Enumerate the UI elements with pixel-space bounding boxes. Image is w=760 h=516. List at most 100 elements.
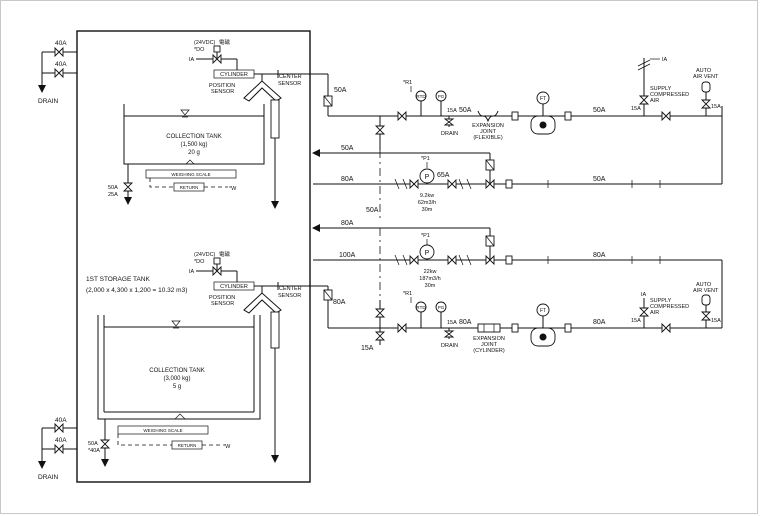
tank-cond: 5 g (173, 384, 181, 390)
center-sensor-label-2: SENSOR (278, 293, 301, 299)
pump-out-size: 80A (593, 252, 606, 259)
air-supply-size: 15A (631, 106, 641, 112)
weighing-scale-label: WEIGHING SCALE (171, 172, 210, 177)
pump-spec: 9.2kw (420, 193, 434, 199)
gate-valve-icon (374, 125, 386, 135)
gate-valve-icon (700, 99, 712, 109)
return-size: 50A (341, 145, 354, 152)
pump-icon (419, 168, 435, 184)
pump-line-size: 80A (341, 176, 354, 183)
check-valve-icon (323, 95, 333, 107)
drain-label: DRAIN (38, 474, 59, 481)
union-icon (511, 111, 519, 121)
lower-actuator: (24VDC) 電磁 *DO IA CYLINDER POSITION SENS… (189, 250, 329, 463)
drain-valve-size: 40A (55, 61, 67, 68)
rtd-label: RTD (416, 94, 426, 99)
weighing-scale-label: WEIGHING SCALE (143, 428, 182, 433)
position-sensor-label: POSITION (209, 295, 235, 301)
tank-capacity: (1,500 kg) (180, 142, 207, 148)
pipe-size: 50A (459, 107, 472, 114)
gate-valve-icon (374, 331, 386, 341)
pressure-gauge-icon (435, 301, 447, 313)
air-supply-ia: IA (641, 292, 647, 298)
return-box-label: RETURN (178, 443, 197, 448)
actuator-do-tag: *DO (194, 259, 205, 265)
pg-label: PG (438, 94, 445, 99)
vent-size: 15A (711, 318, 721, 324)
lower-circuit: 80A 100A P *P1 22kw 187m3/h 30m 80A 80A … (312, 220, 723, 354)
actuator-do-tag: *DO (194, 47, 205, 53)
gate-valve-icon (212, 53, 222, 65)
gate-valve-icon (485, 254, 495, 266)
flow-transmitter-icon (536, 303, 550, 317)
drain-valve-size: 40A (55, 40, 67, 47)
storage-tank-dims: (2,000 x 4,300 x 1,200 = 10.32 m3) (86, 287, 187, 294)
vent-label: AUTO (696, 68, 712, 74)
expansion-label-3: (CYLINDER) (473, 348, 505, 354)
ft-label: FT (540, 308, 546, 314)
cylinder-label: CYLINDER (220, 72, 248, 78)
solenoid-icon (213, 45, 221, 53)
drain-valve-size: 50A (88, 441, 98, 447)
union-icon (511, 323, 519, 333)
tank-capacity: (3,000 kg) (163, 376, 190, 382)
tank-name: COLLECTION TANK (166, 134, 221, 140)
air-supply-ia: IA (662, 57, 668, 63)
vent-label-2: AIR VENT (693, 74, 719, 80)
pipe-size: 80A (459, 319, 472, 326)
return-box-label: RETURN (180, 185, 199, 190)
air-supply-label: SUPPLY (650, 298, 672, 304)
upper-actuator: (24VDC) 電磁 *DO IA CYLINDER POSITION SENS… (189, 38, 329, 209)
center-sensor-label: CENTER (279, 74, 302, 80)
w-label: *W (223, 444, 231, 450)
upper-collection-tank: COLLECTION TANK (1,500 kg) 20 g WEIGHING… (108, 104, 265, 205)
pump-spec-2: 187m3/h (419, 276, 440, 282)
rtd-icon (415, 301, 427, 313)
gate-valve-icon (443, 118, 455, 126)
air-supply-label-3: AIR (650, 98, 659, 104)
expansion-joint-icon (477, 323, 501, 333)
gate-valve-icon (374, 308, 386, 318)
drain-size: 25A (108, 192, 118, 198)
actuator-voltage-tag: 電磁 (219, 250, 231, 258)
rtd-icon (415, 90, 427, 102)
upper-circuit: 50A RTD *R1 PG 15A DRAIN 50A EXPANSION J… (312, 57, 723, 220)
gate-valve-icon (122, 182, 134, 192)
check-valve-icon (447, 178, 457, 190)
gate-valve-icon (212, 265, 222, 277)
riser-size: 50A (334, 87, 347, 94)
actuator-voltage: (24VDC) (194, 40, 216, 46)
drain-label: DRAIN (441, 343, 458, 349)
air-supply-label: SUPPLY (650, 86, 672, 92)
check-valve-icon (323, 289, 333, 301)
position-sensor-label-2: SENSOR (211, 89, 234, 95)
w-label: *W (229, 186, 237, 192)
tank-name: COLLECTION TANK (149, 368, 204, 374)
storage-tank-box (76, 30, 311, 483)
gate-valve-icon (661, 322, 671, 334)
air-supply-label-3: AIR (650, 310, 659, 316)
union-icon (505, 255, 513, 265)
expansion-label: EXPANSION (472, 123, 504, 129)
drain-valve-size: 50A (108, 185, 118, 191)
rtd-label: RTD (416, 305, 426, 310)
solenoid-icon (213, 257, 221, 265)
pump-size: 65A (437, 172, 450, 179)
gate-valve-icon (638, 307, 650, 317)
vent-label: AUTO (696, 282, 712, 288)
cylinder-label: CYLINDER (220, 284, 248, 290)
check-valve-icon (485, 159, 495, 171)
gate-valve-icon (54, 46, 64, 58)
drain-label: DRAIN (38, 98, 59, 105)
pg-label: PG (438, 305, 445, 310)
gate-valve-icon (638, 95, 650, 105)
expansion-joint-icon (477, 110, 499, 123)
storage-tank-title: 1ST STORAGE TANK (86, 276, 150, 283)
gate-valve-icon (99, 439, 111, 449)
gate-valve-icon (397, 110, 407, 122)
pipe-size: 50A (593, 107, 606, 114)
union-icon (564, 323, 572, 333)
position-sensor-label: POSITION (209, 83, 235, 89)
center-sensor-label-2: SENSOR (278, 81, 301, 87)
actuator-voltage-tag: 電磁 (219, 38, 231, 46)
